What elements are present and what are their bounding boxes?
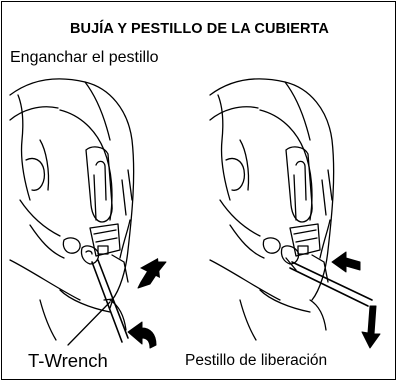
figure-label-t-wrench: T-Wrench: [28, 350, 108, 371]
left-engine-cover-drawing: [9, 78, 135, 341]
figure-label-release-latch: Pestillo de liberación: [185, 352, 328, 369]
leader-line: [67, 298, 114, 346]
panel-title: BUJÍA Y PESTILLO DE LA CUBIERTA: [69, 21, 330, 37]
right-engine-cover-drawing: [209, 78, 335, 341]
arrow-curve-left-icon: [127, 321, 157, 349]
arrow-up-icon-head: [140, 258, 160, 278]
step-subtitle: Enganchar el pestillo: [10, 49, 159, 66]
release-latch-tool: [285, 257, 373, 307]
arrow-down-icon: [361, 305, 381, 349]
arrow-left-icon: [331, 251, 361, 273]
